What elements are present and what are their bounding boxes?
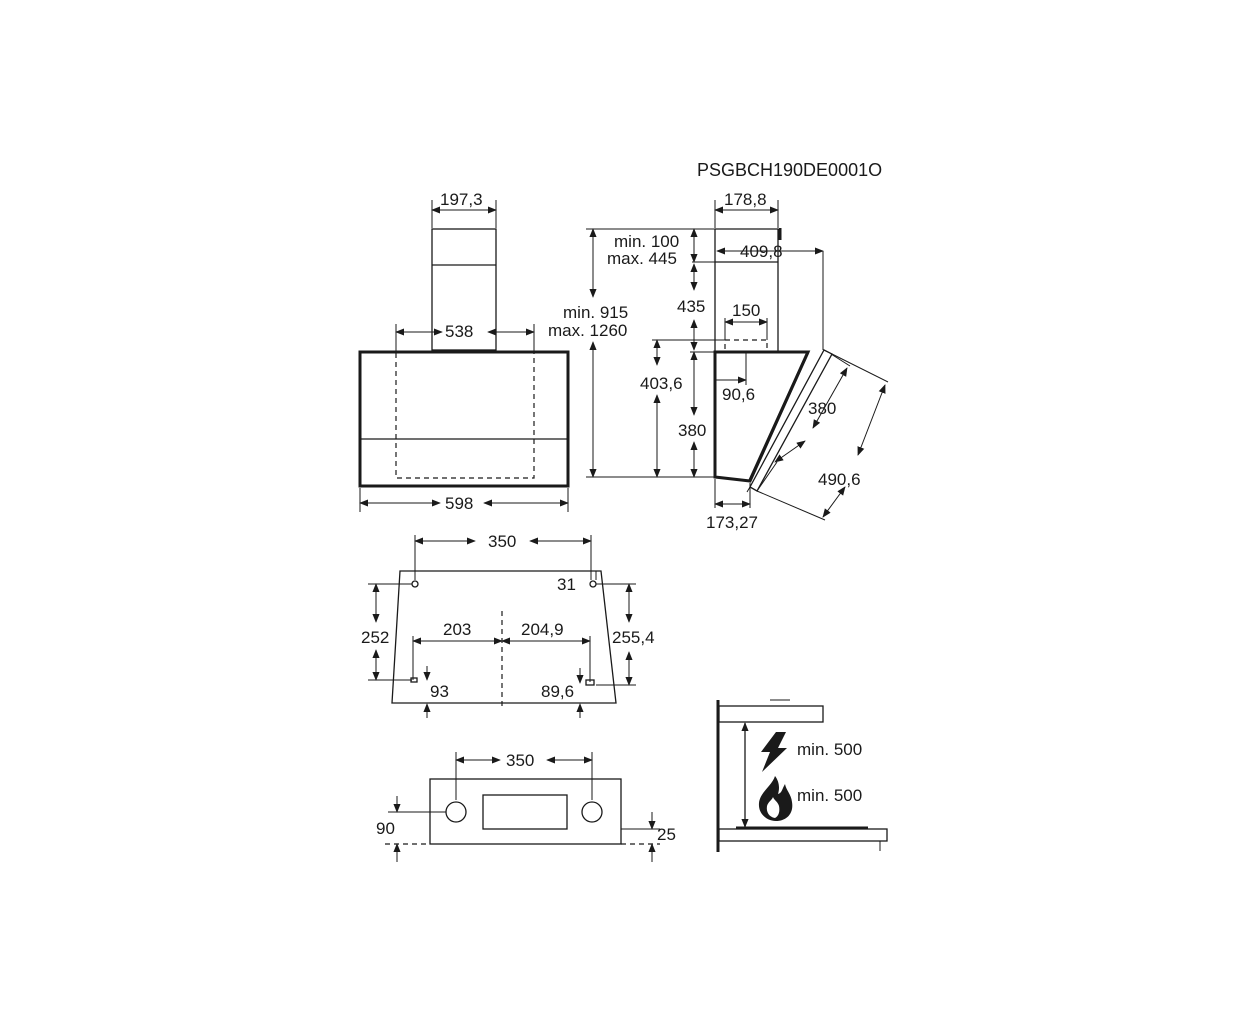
plate-outline xyxy=(391,570,617,704)
clearance-electric: min. 500 xyxy=(797,740,862,759)
drawing-code: PSGBCH190DE0001O xyxy=(697,160,882,180)
dim-hood-height: 403,6 xyxy=(640,374,683,393)
side-hood-body xyxy=(713,350,811,483)
dim-chimney-height: 435 xyxy=(677,297,705,316)
dim-right-bottom: 89,6 xyxy=(541,682,574,701)
dim-right-height: 255,4 xyxy=(612,628,655,647)
electric-icon xyxy=(761,732,787,772)
clearance-hood xyxy=(718,705,824,723)
front-inner-dashed xyxy=(395,351,535,479)
dim-inner-width: 538 xyxy=(445,322,473,341)
dim-bottom-depth: 173,27 xyxy=(706,513,758,532)
clearance-cooktop xyxy=(718,828,888,842)
dim-chimney-ext-max: max. 445 xyxy=(607,249,677,268)
dim-chimney-ext-min: min. 100 xyxy=(614,232,679,251)
dim-hole-spacing: 350 xyxy=(488,532,516,551)
dim-light-bottom-left: 90 xyxy=(376,819,395,838)
front-view: 197,3 538 598 xyxy=(358,190,570,513)
mounting-plate: 350 31 252 255,4 203 204,9 93 89,6 xyxy=(361,532,655,718)
front-chimney xyxy=(431,228,497,351)
clearance-diagram: min. 500 min. 500 xyxy=(716,699,888,852)
bottom-right-light xyxy=(581,801,603,823)
dim-outlet-offset: 90,6 xyxy=(722,385,755,404)
dim-light-spacing: 350 xyxy=(506,751,534,770)
front-hood-body xyxy=(358,350,570,488)
dim-chimney-width: 197,3 xyxy=(440,190,483,209)
dim-left-height: 252 xyxy=(361,628,389,647)
dim-outlet-width: 150 xyxy=(732,301,760,320)
dim-left-half: 203 xyxy=(443,620,471,639)
dim-total-height-max: max. 1260 xyxy=(548,321,627,340)
dim-total-height-min: min. 915 xyxy=(563,303,628,322)
bottom-view: 350 90 25 xyxy=(376,751,676,862)
dim-right-half: 204,9 xyxy=(521,620,564,639)
dim-panel-length: 380 xyxy=(808,399,836,418)
dim-total-depth: 409,8 xyxy=(740,242,783,261)
side-view: 178,8 409,8 min. 100 max. 445 435 min. 9… xyxy=(548,190,889,532)
dim-hole-offset: 31 xyxy=(557,575,576,594)
dim-left-bottom: 93 xyxy=(430,682,449,701)
bottom-left-light xyxy=(445,801,467,823)
dim-panel-diagonal: 490,6 xyxy=(818,470,861,489)
dim-total-width: 598 xyxy=(445,494,473,513)
dim-light-bottom-right: 25 xyxy=(657,825,676,844)
clearance-gas: min. 500 xyxy=(797,786,862,805)
bottom-filter xyxy=(482,794,568,830)
dim-chimney-depth: 178,8 xyxy=(724,190,767,209)
dim-body-height: 380 xyxy=(678,421,706,440)
